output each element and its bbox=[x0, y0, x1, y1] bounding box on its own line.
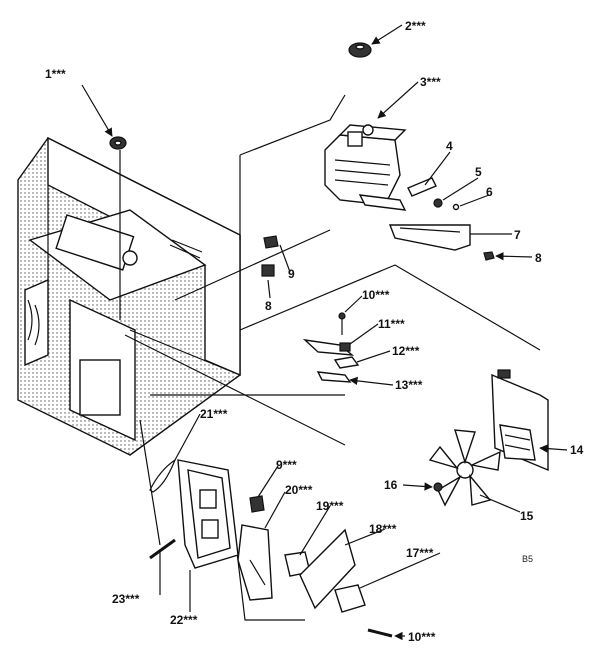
part-4-bracket bbox=[407, 177, 437, 197]
part-23-pin bbox=[149, 538, 176, 560]
label-7: 7 bbox=[514, 228, 521, 242]
part-13-lever bbox=[316, 371, 352, 383]
label-8-right: 8 bbox=[535, 251, 542, 265]
part-8-screw-right bbox=[483, 251, 495, 261]
part-10-screw-lower bbox=[367, 628, 393, 638]
label-4: 4 bbox=[446, 139, 453, 153]
label-9-latch: 9*** bbox=[276, 458, 297, 472]
part-10-screw-upper bbox=[338, 312, 346, 335]
label-2: 2*** bbox=[405, 19, 426, 33]
label-21: 21*** bbox=[200, 407, 228, 421]
label-19: 19*** bbox=[316, 499, 344, 513]
part-11-switch-plate bbox=[302, 338, 355, 356]
label-18: 18*** bbox=[369, 522, 397, 536]
part-20-latch-lever bbox=[237, 524, 273, 601]
oven-cavity-chassis bbox=[17, 136, 241, 456]
part-17-switch bbox=[334, 584, 366, 613]
part-7-thermal-cutout-bracket bbox=[388, 224, 471, 251]
part-21-spring bbox=[149, 458, 177, 493]
part-8-screw-left bbox=[261, 264, 275, 277]
reference-code: B5 bbox=[522, 554, 533, 564]
label-20: 20*** bbox=[285, 483, 313, 497]
label-15: 15 bbox=[520, 509, 534, 523]
part-14-fan-motor-bracket bbox=[491, 369, 549, 472]
part-6-washer bbox=[452, 203, 460, 211]
label-9-top: 9 bbox=[288, 267, 295, 281]
label-12: 12*** bbox=[392, 344, 420, 358]
part-2-disc bbox=[348, 42, 372, 58]
part-18-plate bbox=[299, 528, 356, 610]
part-5-screw bbox=[433, 198, 443, 208]
assembly-guide-lines bbox=[119, 94, 541, 621]
label-11: 11*** bbox=[378, 317, 405, 331]
part-22-latch-housing bbox=[177, 459, 239, 569]
part-16-nut bbox=[433, 482, 443, 492]
part-15-fan-blade bbox=[428, 429, 501, 507]
label-16: 16 bbox=[384, 478, 398, 492]
label-13: 13*** bbox=[395, 378, 423, 392]
label-17: 17*** bbox=[406, 546, 434, 560]
label-23: 23*** bbox=[112, 592, 140, 606]
label-10-lower: 10*** bbox=[408, 630, 436, 644]
label-3: 3*** bbox=[420, 75, 441, 89]
part-1-grommet bbox=[109, 136, 127, 150]
part-9-screw-latch bbox=[249, 495, 265, 513]
part-3-magnetron bbox=[324, 124, 407, 211]
label-1: 1*** bbox=[45, 67, 66, 81]
label-5: 5 bbox=[475, 165, 482, 179]
label-10-upper: 10*** bbox=[362, 288, 390, 302]
part-9-screw-top bbox=[263, 235, 279, 249]
label-6: 6 bbox=[486, 185, 493, 199]
callout-leaders bbox=[81, 24, 568, 641]
part-12-spring bbox=[333, 356, 360, 369]
label-22: 22*** bbox=[170, 613, 198, 627]
label-14: 14 bbox=[570, 443, 584, 457]
label-8-left: 8 bbox=[265, 299, 272, 313]
